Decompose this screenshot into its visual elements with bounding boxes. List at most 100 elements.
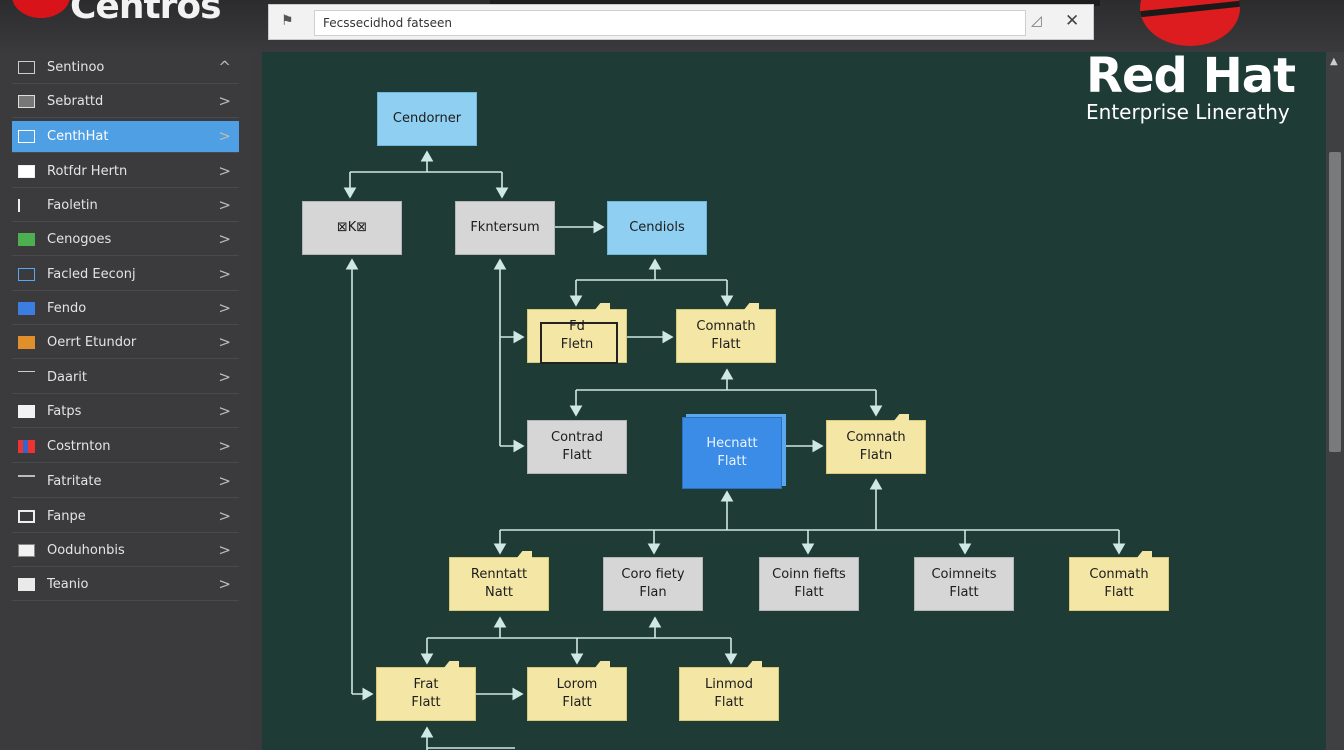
sidebar-item-8[interactable]: Oerrt Etundor >: [12, 327, 239, 359]
sidebar-item-1[interactable]: Sebrattd >: [12, 86, 239, 118]
brand-title: Red Hat: [1086, 48, 1296, 104]
grid-icon: [18, 233, 35, 246]
sidebar-item-label: Costrnton: [47, 439, 111, 454]
sidebar: Sentinoo^Sebrattd>CenthHat>Rotfdr Hertn>…: [0, 52, 250, 750]
title-bar: Centros ⚑ ◿ ✕: [0, 0, 1344, 52]
node-label-line1: Contrad: [551, 430, 603, 445]
sidebar-item-label: Fatps: [47, 404, 82, 419]
sidebar-item-14[interactable]: Ooduhonbis>: [12, 535, 239, 567]
sidebar-item-4[interactable]: Faoletin>: [12, 190, 239, 222]
node-label-line2: Flatt: [717, 454, 747, 469]
diagram-node[interactable]: Cendorner: [377, 92, 477, 146]
plug-icon: [18, 199, 35, 212]
flag-icon[interactable]: ⚑: [281, 13, 294, 29]
folder-tab-icon: [516, 551, 532, 559]
node-label-line1: Linmod: [705, 677, 753, 692]
node-label-line2: Flatt: [411, 695, 441, 710]
sidebar-item-2[interactable]: CenthHat >: [12, 121, 239, 153]
sidebar-item-5[interactable]: Cenogoes>: [12, 224, 239, 256]
sidebar-item-label: CenthHat: [47, 129, 109, 144]
node-label-line1: ⊠K⊠: [336, 220, 368, 235]
sidebar-item-label: Cenogoes: [47, 232, 112, 247]
tab-strip: [490, 0, 1100, 6]
scroll-up-icon[interactable]: ▲: [1330, 56, 1338, 67]
chevron-right-icon: >: [218, 196, 231, 214]
address-input[interactable]: [314, 10, 1026, 36]
sidebar-item-12[interactable]: Fatritate >: [12, 466, 239, 498]
sidebar-item-6[interactable]: Facled Eeconj >: [12, 259, 239, 291]
pen-icon[interactable]: ◿: [1031, 13, 1042, 29]
sidebar-item-10[interactable]: Fatps >: [12, 396, 239, 428]
app-logo-text: Centros: [70, 0, 222, 27]
node-label-line1: Cendorner: [392, 111, 462, 126]
card-icon: [18, 405, 35, 418]
sidebar-item-0[interactable]: Sentinoo^: [12, 52, 239, 84]
brand-subtitle: Enterprise Linerathy: [1086, 100, 1290, 124]
folder-tab-icon: [594, 661, 610, 669]
book-icon: [18, 302, 35, 315]
flow-icon: [18, 268, 35, 281]
sidebar-item-13[interactable]: Fanpe>: [12, 501, 239, 533]
node-label-line1: Comnath: [846, 430, 906, 445]
sidebar-item-label: Fanpe: [47, 509, 86, 524]
node-label-line1: Hecnatt: [706, 436, 758, 451]
diagram-node[interactable]: ⊠K⊠: [302, 201, 402, 255]
chevron-right-icon: >: [218, 92, 231, 110]
sidebar-item-3[interactable]: Rotfdr Hertn>: [12, 156, 239, 188]
sidebar-item-label: Sebrattd: [47, 94, 104, 109]
chevron-right-icon: >: [218, 265, 231, 283]
node-label-line2: Flatt: [1104, 585, 1134, 600]
chevron-right-icon: >: [218, 127, 231, 145]
node-label-line2: Flatt: [794, 585, 824, 600]
square-icon: [18, 510, 35, 523]
sidebar-item-9[interactable]: Daarit >: [12, 362, 239, 394]
chevron-right-icon: >: [218, 333, 231, 351]
sidebar-item-label: Daarit: [47, 370, 87, 385]
diagram-node[interactable]: Fkntersum: [455, 201, 555, 255]
diagram-node[interactable]: Cendiols: [607, 201, 707, 255]
sidebar-item-11[interactable]: Costrnton>: [12, 431, 239, 463]
node-label-line1: Coinn fiefts: [772, 567, 846, 582]
scroll-thumb[interactable]: [1329, 152, 1341, 452]
folder-tab-icon: [594, 303, 610, 311]
document-icon: [18, 165, 35, 178]
chevron-right-icon: >: [218, 368, 231, 386]
stacked-box-icon: [540, 322, 618, 364]
sidebar-item-7[interactable]: Fendo>: [12, 293, 239, 325]
node-label-line1: Frat: [413, 677, 439, 692]
chevron-right-icon: >: [218, 575, 231, 593]
vertical-scrollbar[interactable]: ▲: [1326, 52, 1344, 750]
tiles-icon: [18, 578, 35, 591]
node-label-line1: Comnath: [696, 319, 756, 334]
node-label-line1: Coro fiety: [621, 567, 685, 582]
sidebar-item-15[interactable]: Teanio>: [12, 569, 239, 601]
chevron-right-icon: >: [218, 472, 231, 490]
sidebar-item-label: Facled Eeconj: [47, 267, 136, 282]
redhat-logo-icon: [1140, 0, 1240, 46]
node-label-line1: Fd: [569, 319, 585, 334]
chevron-right-icon: >: [218, 162, 231, 180]
chevron-right-icon: >: [218, 402, 231, 420]
node-label-line2: Flatt: [711, 337, 741, 352]
node-label-line2: Flatt: [714, 695, 744, 710]
close-icon[interactable]: ✕: [1065, 11, 1080, 31]
connector-lines: [343, 150, 1126, 750]
node-label-line1: Fkntersum: [470, 220, 540, 235]
sidebar-item-label: Oerrt Etundor: [47, 335, 137, 350]
sidebar-item-label: Fatritate: [47, 474, 102, 489]
node-label-line2: Natt: [485, 585, 513, 600]
node-label-line2: Fletn: [560, 337, 594, 352]
